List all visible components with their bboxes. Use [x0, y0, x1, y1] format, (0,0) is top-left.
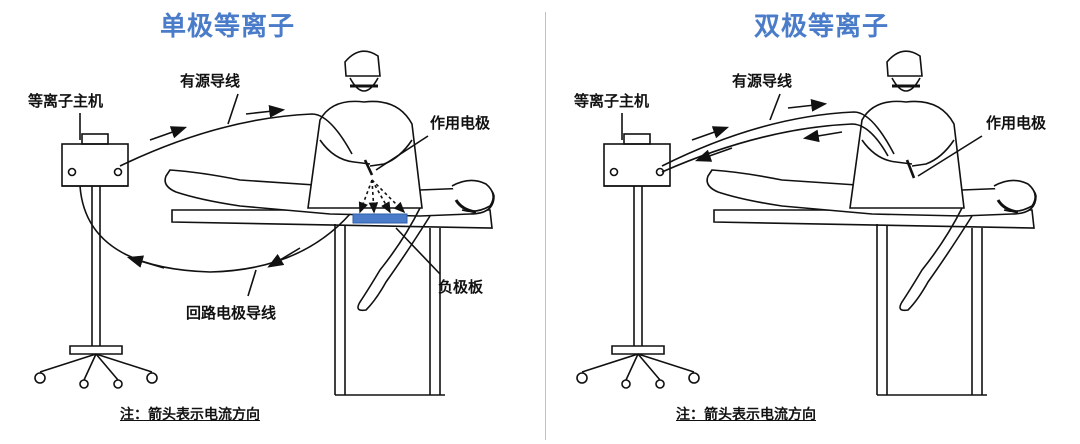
flow-arrow — [691, 126, 730, 141]
device-stand — [34, 186, 158, 389]
flow-arrow — [126, 255, 165, 269]
monopolar-illustration — [34, 50, 495, 396]
monopolar-title: 单极等离子 — [160, 12, 296, 42]
bipolar-title: 双极等离子 — [754, 12, 890, 42]
plasma-host-device — [603, 133, 671, 187]
flow-arrow — [245, 105, 286, 118]
label-host: 等离子主机 — [28, 92, 104, 110]
label-active-electrode: 作用电极 — [986, 114, 1047, 132]
return-cable — [79, 185, 351, 273]
leader-active-electrode — [375, 135, 429, 171]
label-return-pad: 负极板 — [438, 278, 484, 296]
label-return-cable: 回路电极导线 — [186, 304, 277, 322]
active-cable-out — [661, 111, 895, 167]
leader-return-cable — [247, 269, 257, 297]
operating-table — [713, 209, 1035, 396]
bipolar-illustration — [576, 50, 1037, 396]
current-flow-arrows — [358, 179, 406, 214]
leader-active-cable — [769, 93, 781, 121]
label-active-cable: 有源导线 — [180, 72, 241, 90]
label-active-cable: 有源导线 — [732, 72, 793, 90]
flow-arrow — [802, 129, 843, 143]
panel-divider — [545, 12, 546, 440]
probe-bipolar — [905, 159, 916, 179]
label-active-electrode: 作用电极 — [430, 114, 491, 132]
label-host: 等离子主机 — [574, 92, 650, 110]
leader-active-cable — [227, 93, 239, 125]
probe-active — [363, 159, 374, 176]
monopolar-panel: 单极等离子 等离子主机 有源导线 作用电极 负极板 回路电极导线 注：箭头表示电… — [28, 12, 495, 423]
device-stand — [576, 186, 700, 389]
bipolar-panel: 双极等离子 等离子主机 有源导线 作用电极 注：箭头表示电流方向 — [542, 0, 1080, 444]
flow-arrow — [267, 247, 301, 268]
surgeon-figure — [307, 50, 423, 209]
flow-arrow — [787, 99, 828, 112]
footnote: 注：箭头表示电流方向 — [120, 407, 260, 423]
leader-return-pad — [395, 227, 441, 275]
footnote: 注：箭头表示电流方向 — [676, 407, 816, 423]
flow-arrow — [694, 147, 733, 162]
return-pad — [352, 213, 408, 224]
flow-arrow — [149, 126, 188, 141]
active-cable-return — [661, 123, 889, 173]
plasma-host-device — [61, 133, 129, 187]
leader-active-electrode — [917, 135, 983, 177]
